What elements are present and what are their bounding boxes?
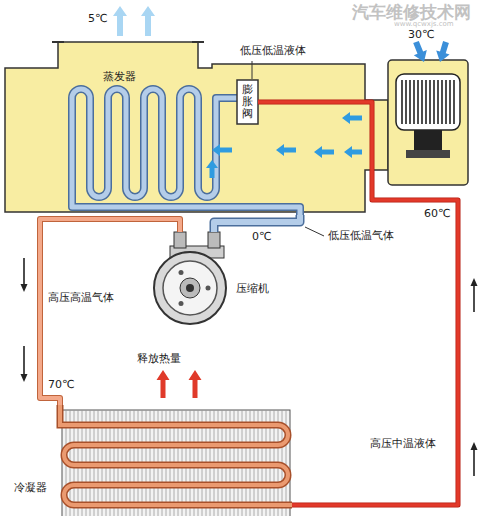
- callout-text: 释放热量: [137, 352, 181, 365]
- low-pressure-pipe: [214, 215, 300, 232]
- blower-motor: [414, 130, 442, 152]
- bolt: [206, 286, 211, 291]
- flow-arrow: [21, 346, 28, 382]
- part-name: 冷凝器: [14, 481, 47, 494]
- callout-text: 低压低温气体: [328, 229, 394, 242]
- heat-arrow: [189, 370, 202, 398]
- pipe-casing: [40, 219, 180, 405]
- evaporator: 蒸发器膨胀阀: [5, 40, 470, 215]
- outlet-fitting: [174, 232, 186, 248]
- air-flow-arrow: [342, 112, 362, 124]
- callout-text: 60℃: [424, 207, 450, 220]
- watermark: www.qcwxjs.com: [394, 20, 454, 28]
- leader-line: [305, 227, 324, 236]
- condenser: 冷凝器: [10, 405, 292, 516]
- callout-text: 低压低温液体: [240, 44, 306, 57]
- condenser-tube: [60, 405, 292, 505]
- blower-housing: [388, 60, 468, 185]
- compressor-pulley: [163, 261, 217, 315]
- air-flow-arrow: [212, 144, 232, 156]
- callout-text: 70℃: [48, 378, 74, 391]
- cold-air-arrow: [113, 6, 127, 36]
- flow-arrow: [21, 258, 28, 292]
- cold-air-arrow: [141, 6, 155, 36]
- housing-rim: [52, 41, 204, 43]
- condenser-shape: [10, 405, 292, 516]
- callout-text: 0℃: [252, 230, 271, 243]
- condenser-tube: [60, 405, 292, 505]
- leader-line: [252, 61, 253, 79]
- warm-air-arrow: [413, 41, 427, 62]
- bolt: [179, 270, 184, 275]
- valve-body: [237, 80, 258, 124]
- pulley-hub: [186, 284, 194, 292]
- pulley-hub: [180, 278, 200, 298]
- compressor-shape: [148, 232, 280, 328]
- part-name: 膨胀阀: [242, 84, 253, 120]
- air-flow-arrow: [344, 146, 362, 158]
- callout-text: 高压高温气体: [48, 291, 114, 304]
- expansion-valve: 膨胀阀: [237, 80, 258, 124]
- inlet-fitting: [208, 232, 220, 248]
- evaporator-coil: [72, 89, 300, 215]
- flow-arrow: [471, 442, 478, 476]
- evaporator-coil: [72, 89, 300, 215]
- hot-gas-pipe: [40, 219, 180, 405]
- callout-text: 5℃: [88, 12, 107, 25]
- air-flow-arrow: [314, 146, 334, 158]
- warm-air-arrow: [436, 41, 449, 62]
- part-name: 压缩机: [236, 282, 269, 295]
- part-name: 蒸发器: [103, 70, 136, 83]
- heat-arrow: [157, 370, 170, 398]
- compressor: 压缩机: [148, 232, 280, 328]
- compressor-body: [154, 252, 226, 324]
- callout-text: 30℃: [408, 28, 434, 41]
- air-flow-arrow: [206, 160, 218, 178]
- callout-text: 高压中温液体: [370, 437, 436, 450]
- flow-arrow: [471, 278, 478, 312]
- air-flow-arrow: [276, 144, 296, 156]
- pipe-casing: [214, 215, 300, 232]
- watermark: 汽车维修技术网: [352, 2, 471, 22]
- blower-fan: [396, 74, 460, 130]
- bolt: [179, 301, 184, 306]
- motor-base: [406, 150, 450, 158]
- fan-blades: [402, 80, 454, 124]
- evaporator-shape: [5, 40, 470, 215]
